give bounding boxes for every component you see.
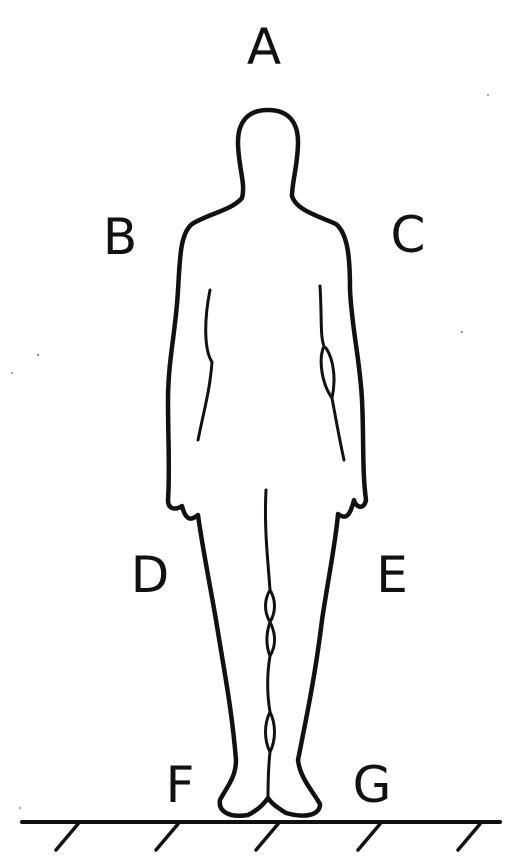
- hatch-mark: [458, 824, 480, 850]
- hatch-mark: [256, 824, 278, 850]
- ground-hatching: [56, 824, 480, 850]
- hatch-mark: [156, 824, 178, 850]
- label-a: A: [247, 18, 281, 76]
- body-outline: [168, 110, 366, 816]
- label-d: D: [131, 546, 170, 604]
- label-g: G: [353, 756, 392, 814]
- label-f: F: [166, 756, 195, 814]
- label-e: E: [376, 546, 408, 604]
- label-b: B: [103, 208, 137, 266]
- label-c: C: [391, 206, 426, 264]
- hatch-mark: [56, 824, 78, 850]
- hatch-mark: [358, 824, 380, 850]
